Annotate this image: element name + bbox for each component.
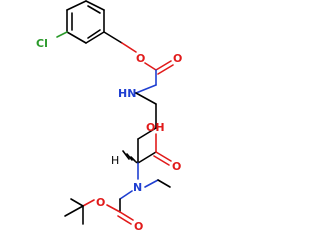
boc-carbonyl-b xyxy=(117,215,132,225)
chlorine-atom: Cl xyxy=(36,37,48,50)
boc-ester-oxygen: O xyxy=(96,196,105,209)
nh-group: HN xyxy=(118,87,136,100)
boc-carbonyl-a xyxy=(119,211,134,221)
n-methyl-nitrogen: N xyxy=(133,181,142,194)
ring-ch2-bond xyxy=(103,31,123,44)
tbutyl-methyl-3 xyxy=(64,205,84,217)
carbonyl-double-bond-a xyxy=(155,60,172,71)
structure-canvas: Cl O O HN OH O H N O O xyxy=(36,0,182,233)
o-tbutyl-bond xyxy=(82,199,95,207)
c-cl-bond xyxy=(56,31,68,38)
stereo-hydrogen: H xyxy=(111,154,119,167)
alpha-carboxyl-bond xyxy=(137,151,157,164)
ch2-o-bond xyxy=(121,42,137,53)
benzene-ring xyxy=(66,0,105,44)
o-carbonyl-carbon-bond xyxy=(144,62,157,71)
carbonyl-oxygen-top: O xyxy=(173,52,182,65)
boc-carbonyl-oxygen: O xyxy=(134,220,143,233)
n-methyl-bond xyxy=(144,179,159,188)
chain-bond-1 xyxy=(135,92,157,105)
carboxyl-double-bond-b xyxy=(153,155,170,166)
stereo-hash-bond xyxy=(122,150,139,164)
boc-ester-bond xyxy=(106,204,121,213)
n-boc-bond xyxy=(119,190,133,200)
carbonyl-double-bond-b xyxy=(157,64,174,75)
carboxyl-oxygen: O xyxy=(172,160,181,173)
hydroxyl-group: OH xyxy=(146,121,165,134)
chain-bond-3 xyxy=(137,127,157,140)
tbutyl-methyl-1 xyxy=(70,198,84,207)
ester-oxygen-top: O xyxy=(136,52,145,65)
carboxyl-double-bond-a xyxy=(155,151,172,162)
molecule-diagram: Cl O O HN OH O H N O O xyxy=(36,0,182,233)
methyl-bond xyxy=(157,179,171,188)
nh-c-bond xyxy=(135,84,157,94)
